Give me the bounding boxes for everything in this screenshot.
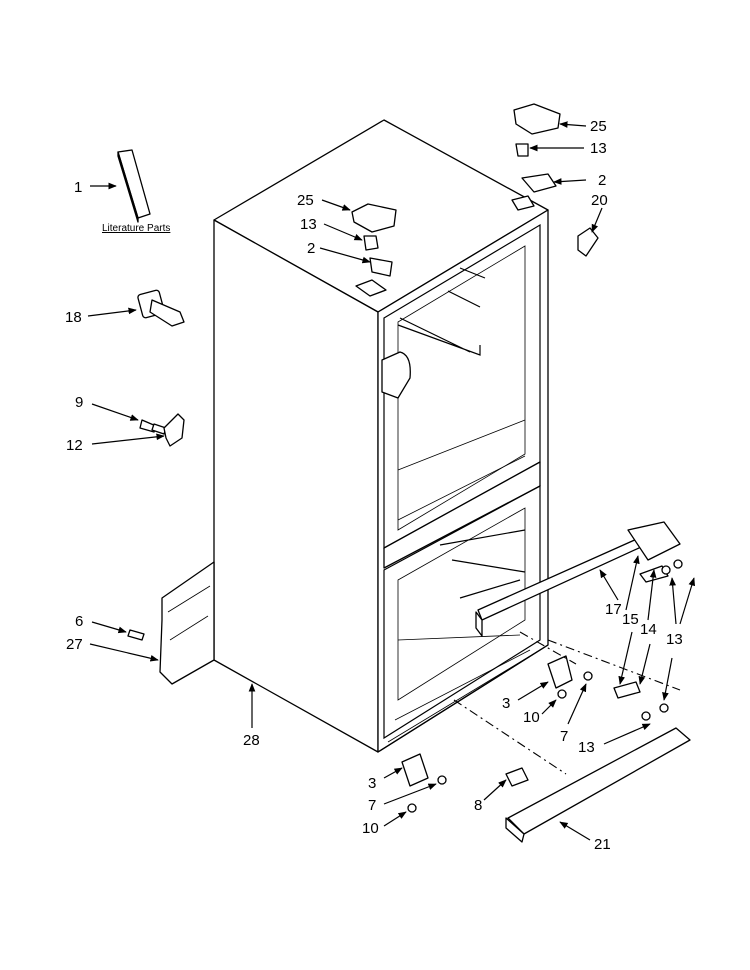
callout-13-cluster: 13 (666, 631, 683, 648)
side-bracket (159, 561, 215, 685)
refrigerator-cabinet (213, 119, 549, 753)
screw-13-left (363, 235, 379, 251)
callout-3-left: 3 (368, 775, 376, 792)
callout-8: 8 (474, 797, 482, 814)
callout-10-left: 10 (362, 820, 379, 837)
hinge-cover-25-left (351, 203, 397, 233)
hinge-cover-25-right (513, 103, 561, 135)
callout-28: 28 (243, 732, 260, 749)
callout-2-left: 2 (307, 240, 315, 257)
callout-17: 17 (605, 601, 622, 618)
callout-13-right: 13 (590, 140, 607, 157)
screw-13-right (515, 143, 529, 157)
callout-13-lower: 13 (578, 739, 595, 756)
screw-part-6 (127, 629, 145, 641)
door-pin-part (137, 289, 185, 327)
callout-14: 14 (640, 621, 657, 638)
callout-27: 27 (66, 636, 83, 653)
hinge-2-right (521, 173, 557, 193)
callout-25-left: 25 (297, 192, 314, 209)
callout-13-left: 13 (300, 216, 317, 233)
callout-2-right: 2 (598, 172, 606, 189)
callout-7-right: 7 (560, 728, 568, 745)
callout-20: 20 (591, 192, 608, 209)
literature-parts-caption: Literature Parts (102, 223, 170, 234)
callout-9: 9 (75, 394, 83, 411)
leader-lines (87, 121, 696, 841)
bracket-15 (613, 681, 641, 699)
callout-7-left: 7 (368, 797, 376, 814)
callout-1: 1 (74, 179, 82, 196)
literature-booklet (117, 149, 151, 223)
callout-6: 6 (75, 613, 83, 630)
callout-12: 12 (66, 437, 83, 454)
hinge-cap-20 (577, 227, 599, 257)
base-grille-21 (505, 727, 691, 843)
callout-25-right: 25 (590, 118, 607, 135)
grille-clip-8 (505, 767, 529, 787)
drawer-slide-17 (475, 521, 681, 637)
lower-hinge-3-right (547, 655, 573, 689)
hinge-2-left (369, 257, 393, 277)
lower-hinge-3-left (401, 753, 429, 787)
callout-18: 18 (65, 309, 82, 326)
callout-3-right: 3 (502, 695, 510, 712)
callout-21: 21 (594, 836, 611, 853)
clip-part-12 (163, 413, 185, 447)
screw-part-9 (139, 419, 167, 435)
callout-10-right: 10 (523, 709, 540, 726)
callout-15: 15 (622, 611, 639, 628)
